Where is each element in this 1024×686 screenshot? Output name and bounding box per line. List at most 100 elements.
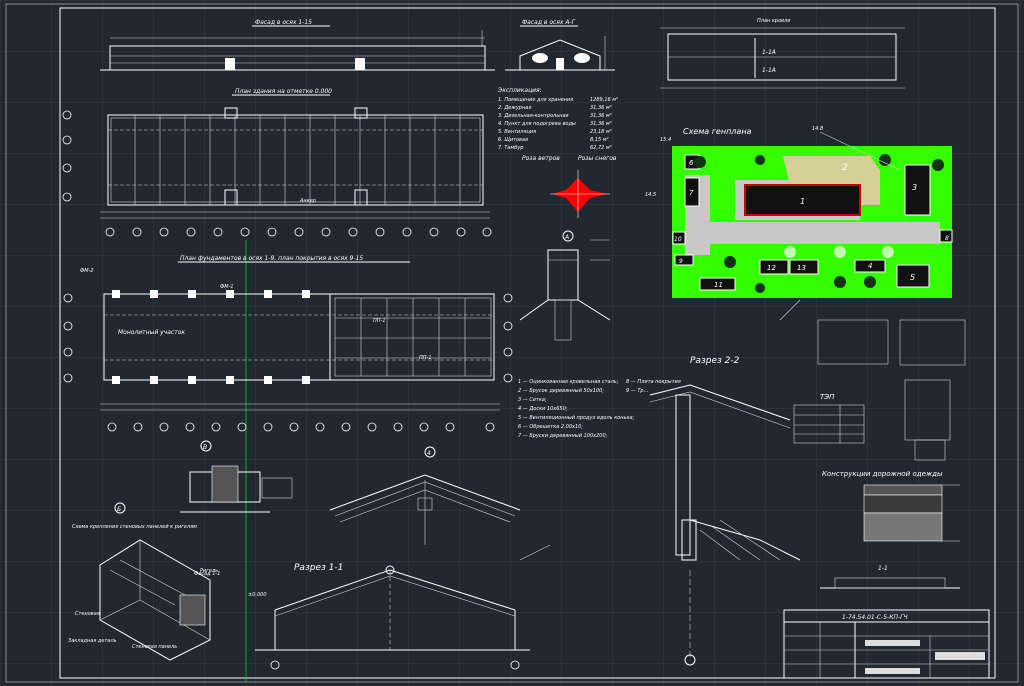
site-number-8: 8: [945, 235, 949, 242]
snow-rose-title: Розы снегов: [578, 155, 617, 162]
site-number-12: 12: [767, 264, 776, 272]
panel-text-4: Ригель: [200, 568, 218, 574]
explication-item-3: 3. Дизельная-контрольная: [498, 113, 569, 119]
panel-text-1: Стеновая: [75, 611, 100, 617]
section-legend: 1 — Оцинкованная кровельная сталь; 2 — Б…: [518, 379, 681, 439]
site-number-4: 4: [868, 262, 872, 270]
ridge-detail: 4: [329, 446, 551, 561]
explication: Экспликация: 1. Помещение для хранения 1…: [497, 87, 618, 151]
site-plan-title: Схема генплана: [683, 127, 752, 136]
site-number-3: 3: [912, 183, 917, 192]
roof-section-label-1: 1-1А: [762, 49, 776, 56]
explication-value-6: 8,15 м²: [590, 137, 609, 143]
explication-value-2: 31,36 м²: [590, 105, 612, 111]
site-number-1: 1: [800, 197, 805, 206]
legend-line-1: 1 — Оцинкованная кровельная сталь;: [518, 379, 619, 385]
site-number-11: 11: [714, 281, 723, 289]
foundation-axis-numbers: [107, 422, 495, 432]
site-number-6: 6: [689, 159, 694, 167]
road-construction: Конструкции дорожной одежды 1-1: [820, 470, 960, 589]
facade-side-title: Фасад в осях А-Г: [522, 19, 576, 26]
section-22-title: Разрез 2-2: [690, 356, 740, 366]
node-v-label: В: [203, 444, 207, 451]
explication-value-1: 1289,16 м²: [590, 97, 618, 103]
inner-frame: [59, 7, 996, 679]
explication-value-7: 62,72 м²: [590, 145, 612, 151]
slab-mark-pp1: ПП-1: [373, 318, 386, 324]
wind-rose: Роза ветров Розы снегов: [522, 155, 617, 218]
foundation-plan-title: План фундаментов в осях 1-9, план покрыт…: [180, 255, 363, 262]
legend-line-2: 2 — Брусок деревянный 50х100;: [518, 388, 604, 394]
node-b-label: Б: [117, 506, 121, 513]
roof-plan: План кровли 1-1А 1-1А: [660, 18, 905, 89]
fm2-label: ФМ-2: [80, 268, 94, 274]
site-mark-1: 14.8: [812, 126, 823, 132]
legend-line-3: 3 — Сетка;: [518, 397, 547, 403]
facade-main-title: Фасад в осях 1-15: [255, 19, 312, 26]
wind-rose-title: Роза ветров: [522, 155, 560, 162]
site-plan: Схема генплана 1 2 3 4 5 6: [645, 126, 953, 321]
floor-plan-axis-letters: [62, 110, 72, 202]
section-11-axis-label: Фасад 1-1: [194, 571, 220, 577]
legend-line-5: 5 — Вентиляционный продух вдоль конька;: [518, 415, 635, 421]
panel-text-2: Закладная деталь: [68, 638, 117, 644]
floor-plan-title: План здания на отметке 0.000: [235, 88, 332, 95]
site-legend: [817, 319, 966, 461]
explication-title: Экспликация:: [497, 87, 542, 94]
tep-table: ТЭП: [793, 393, 865, 444]
explication-value-5: 23,18 м²: [590, 129, 612, 135]
section-1-1: Разрез 1-1 ±0.000 Фасад 1-1: [194, 563, 530, 670]
floor-plan-axis-numbers: [105, 227, 492, 237]
foundation-plan: План фундаментов в осях 1-9, план покрыт…: [80, 255, 500, 411]
site-mark-2: 15.4: [660, 137, 671, 143]
site-number-9: 9: [679, 258, 683, 265]
title-block: 1-74.54.01-С-5-КП-ГЧ: [783, 609, 990, 679]
facade-side: Фасад в осях А-Г: [505, 19, 615, 71]
node-a-label: А: [564, 234, 569, 241]
explication-item-6: 6. Щитовая: [498, 137, 528, 143]
site-number-13: 13: [797, 264, 806, 272]
legend-line-8: 8 — Плита покрытия: [626, 379, 681, 385]
foundation-axis-letters: [63, 293, 513, 383]
site-mark-3: 14.5: [645, 192, 656, 198]
site-number-2: 2: [842, 163, 848, 173]
legend-line-6: 6 — Обрешетка 2,00х10;: [518, 424, 583, 430]
section-11-mark: ±0.000: [248, 592, 267, 598]
explication-item-4: 4. Пункт для подогрева воды: [498, 121, 576, 127]
explication-value-3: 31,36 м²: [590, 113, 612, 119]
explication-item-1: 1. Помещение для хранения: [498, 97, 573, 103]
legend-line-4: 4 — Доски 10х650;: [518, 406, 568, 412]
panel-scheme: Б Схема крепления стеновых панелей к риг…: [68, 502, 218, 661]
site-main-building: [744, 184, 861, 216]
panel-area-label: Монолитный участок: [118, 329, 185, 336]
node-4-label: 4: [427, 450, 431, 457]
explication-item-7: 7. Тамбур: [498, 145, 523, 151]
facade-main: Фасад в осях 1-15: [100, 19, 495, 71]
floor-plan: План здания на отметке 0.000 Анкер: [100, 88, 490, 219]
site-number-10: 10: [674, 236, 682, 243]
explication-value-4: 31,36 м²: [590, 121, 612, 127]
road-title: Конструкции дорожной одежды: [822, 470, 943, 478]
explication-item-2: 2. Дежурная: [498, 105, 531, 111]
slab-mark-pp2: ПП-1: [419, 355, 432, 361]
outer-frame: [5, 3, 1019, 683]
panel-text-3: Стеновая панель: [132, 644, 177, 650]
section-11-title: Разрез 1-1: [294, 563, 343, 573]
site-number-7: 7: [689, 189, 694, 197]
roof-plan-title: План кровли: [757, 18, 791, 24]
legend-line-7: 7 — Бруски деревянный 100х200;: [518, 433, 608, 439]
floor-plan-ankor-label: Анкер: [299, 198, 316, 204]
stamp-code: 1-74.54.01-С-5-КП-ГЧ: [842, 614, 908, 621]
legend-line-9: 9 — Тр...: [626, 388, 648, 394]
site-number-5: 5: [910, 273, 915, 282]
explication-item-5: 5. Вентиляция: [498, 129, 536, 135]
tep-title: ТЭП: [820, 393, 835, 401]
node-a-detail: А: [519, 230, 611, 341]
section-2-2: Разрез 2-2: [649, 356, 801, 666]
fm1-label: ФМ-1: [220, 284, 234, 290]
road-section-label: 1-1: [878, 565, 888, 572]
panel-scheme-title: Схема крепления стеновых панелей к ригел…: [72, 524, 197, 530]
roof-section-label-2: 1-1А: [762, 67, 776, 74]
